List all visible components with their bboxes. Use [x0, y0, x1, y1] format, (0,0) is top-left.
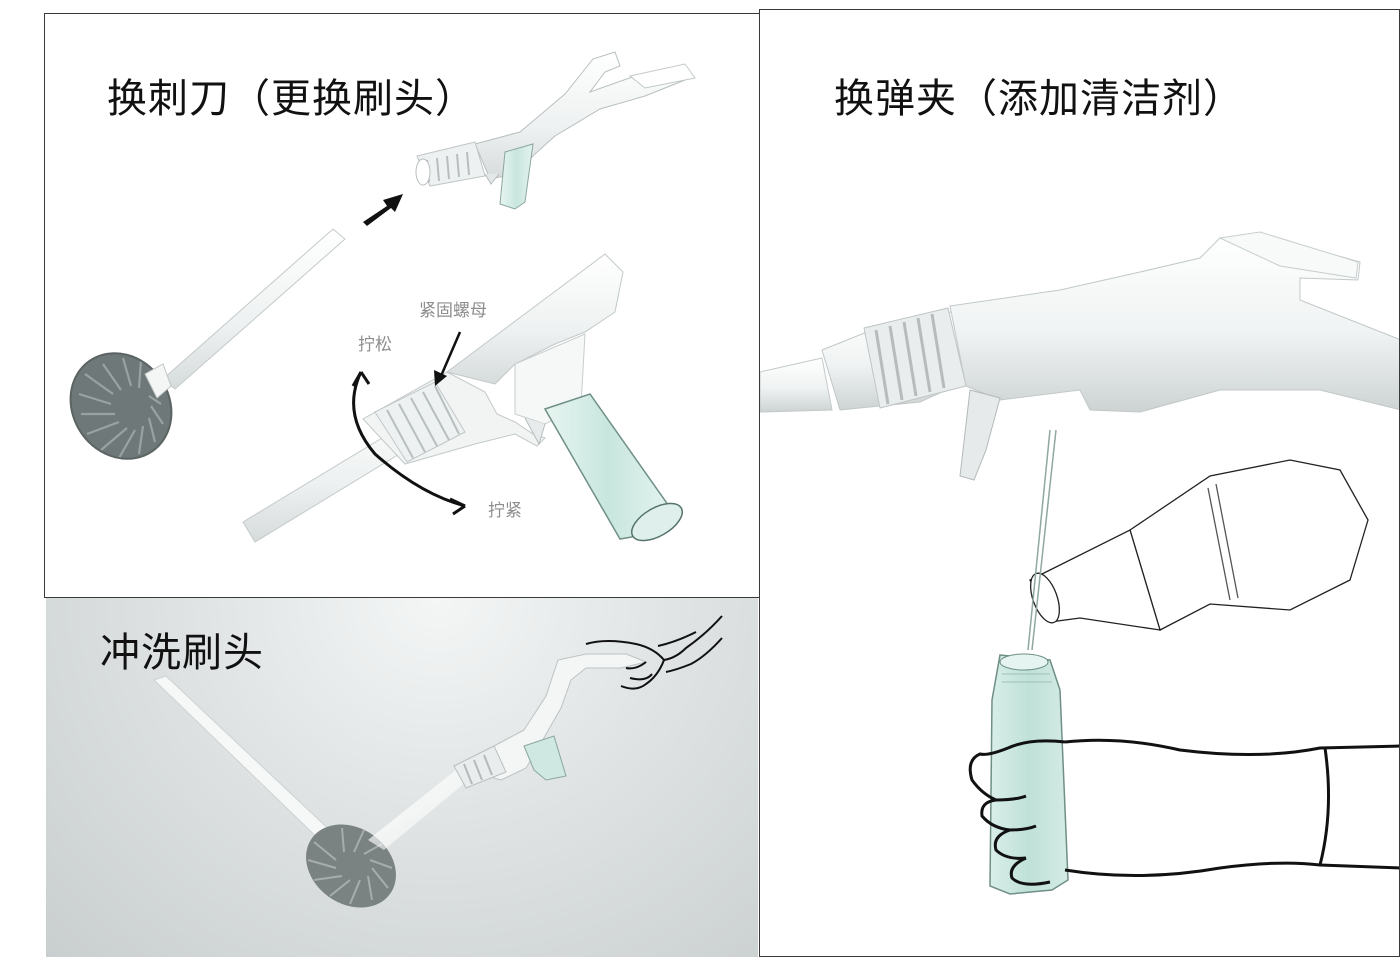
panel-rinse-title: 冲洗刷头 — [100, 630, 264, 676]
panel-refill-title: 换弹夹（添加清洁剂） — [834, 76, 1244, 122]
replace-head-illustration — [69, 51, 696, 543]
label-tightening-nut: 紧固螺母 — [419, 301, 487, 321]
rinse-brush-head — [306, 824, 396, 908]
refill-bottle — [1029, 459, 1369, 631]
toilet-brush — [69, 228, 346, 460]
label-tighten: 拧紧 — [488, 501, 522, 521]
panel-replace-head: 换刺刀（更换刷头） — [44, 13, 760, 598]
rinse-spray — [368, 770, 466, 850]
arm-hand-sketch — [968, 738, 1399, 886]
rotation-arrow — [351, 371, 466, 516]
rinse-spray-gun — [452, 653, 648, 789]
spray-gun-detail — [242, 253, 683, 543]
panel-replace-head-title: 换刺刀（更换刷头） — [107, 76, 476, 122]
refill-illustration — [760, 231, 1399, 895]
nut-pointer-arrow — [434, 331, 462, 386]
pour-stream — [1027, 429, 1057, 651]
spray-gun-small — [415, 51, 696, 210]
refill-spray-gun — [760, 231, 1399, 481]
panel-rinse: 冲洗刷头 — [46, 598, 758, 957]
hand-sketch — [585, 615, 723, 690]
label-loosen: 拧松 — [358, 335, 392, 355]
panel-refill: 换弹夹（添加清洁剂） — [759, 9, 1400, 957]
rinse-illustration — [153, 615, 723, 908]
insert-arrow — [363, 194, 403, 226]
cleaner-bottle — [989, 653, 1069, 895]
